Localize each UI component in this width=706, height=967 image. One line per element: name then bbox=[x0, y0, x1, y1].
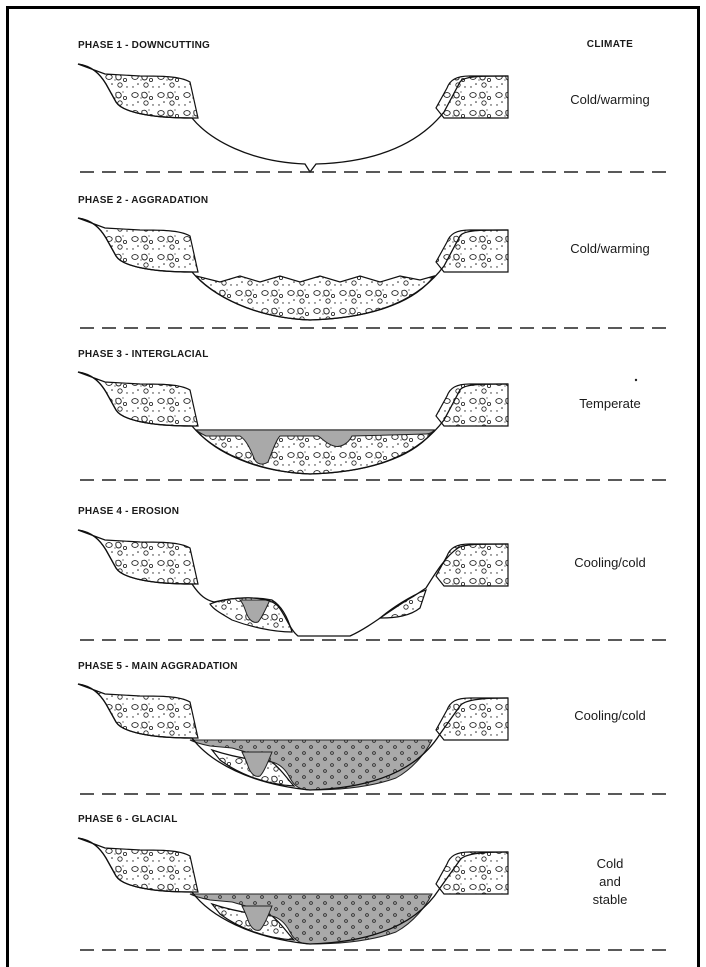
climate-label: Cold/warming bbox=[570, 92, 649, 107]
aggradation-gravel-fill bbox=[196, 276, 434, 320]
phase-6-panel: PHASE 6 - GLACIAL Cold and stable bbox=[78, 814, 668, 950]
phase-4-panel: PHASE 4 - EROSION Cooling/cold bbox=[78, 506, 668, 640]
right-terrace-gravel bbox=[436, 698, 508, 740]
phase-title: PHASE 5 - MAIN AGGRADATION bbox=[78, 661, 238, 672]
climate-label: Temperate bbox=[579, 396, 640, 411]
climate-label: Cold bbox=[597, 856, 624, 871]
right-terrace-gravel bbox=[436, 852, 508, 894]
right-terrace-gravel bbox=[436, 230, 508, 272]
phase-5-panel: PHASE 5 - MAIN AGGRADATION Cooling/cold bbox=[78, 661, 668, 794]
climate-label: and bbox=[599, 874, 621, 889]
speck bbox=[635, 379, 637, 381]
right-terrace-gravel bbox=[436, 544, 508, 586]
phase-1-panel: PHASE 1 - DOWNCUTTING Cold/warming bbox=[78, 40, 668, 172]
climate-header: CLIMATE bbox=[587, 39, 634, 50]
phase-title: PHASE 6 - GLACIAL bbox=[78, 814, 178, 825]
phase-title: PHASE 2 - AGGRADATION bbox=[78, 195, 208, 206]
phase-title: PHASE 4 - EROSION bbox=[78, 506, 179, 517]
phase-title: PHASE 1 - DOWNCUTTING bbox=[78, 40, 210, 51]
right-terrace-gravel bbox=[436, 76, 508, 118]
right-terrace-gravel bbox=[436, 384, 508, 426]
older-gravel-fill bbox=[196, 430, 434, 474]
climate-label: stable bbox=[593, 892, 628, 907]
climate-label: Cooling/cold bbox=[574, 555, 646, 570]
climate-label: Cooling/cold bbox=[574, 708, 646, 723]
phase-title: PHASE 3 - INTERGLACIAL bbox=[78, 349, 209, 360]
climate-label: Cold/warming bbox=[570, 241, 649, 256]
phase-3-panel: PHASE 3 - INTERGLACIAL Temperate bbox=[78, 349, 668, 480]
phase-2-panel: PHASE 2 - AGGRADATION Cold/warming bbox=[78, 195, 668, 328]
